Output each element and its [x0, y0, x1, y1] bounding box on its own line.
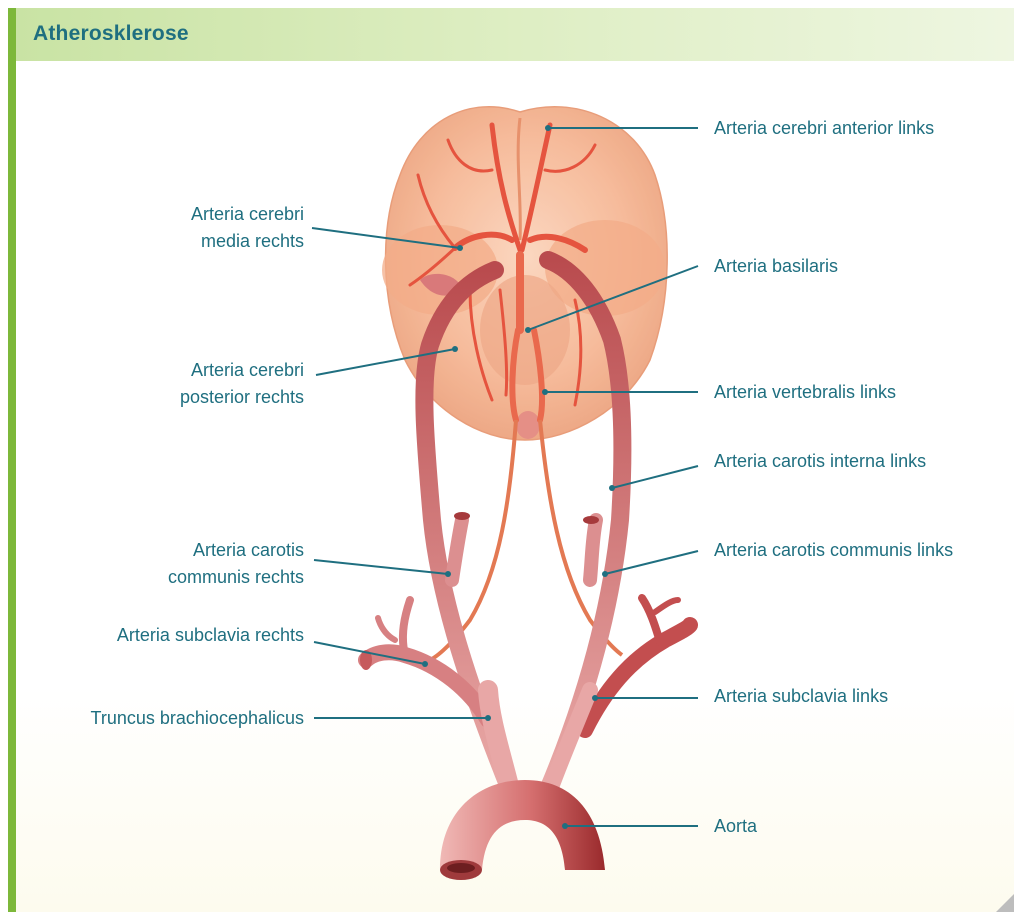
label-basilaris: Arteria basilaris: [714, 256, 838, 276]
aorta-illustration: [440, 780, 605, 880]
subclavian-arteries: [366, 598, 690, 790]
label-carotis-communis-rechts-line1: Arteria carotis: [193, 540, 304, 560]
label-subclavia-links: Arteria subclavia links: [714, 686, 888, 706]
label-carotis-interna-links: Arteria carotis interna links: [714, 451, 926, 471]
label-carotis-communis-rechts-line2: communis rechts: [168, 567, 304, 587]
label-cerebri-posterior-rechts-line1: Arteria cerebri: [191, 360, 304, 380]
label-subclavia-rechts: Arteria subclavia rechts: [117, 625, 304, 645]
label-vertebralis-links: Arteria vertebralis links: [714, 382, 896, 402]
label-carotis-communis-links: Arteria carotis communis links: [714, 540, 953, 560]
label-cerebri-media-rechts-line1: Arteria cerebri: [191, 204, 304, 224]
label-cerebri-media-rechts-line2: media rechts: [201, 231, 304, 251]
label-cerebri-anterior-links: Arteria cerebri anterior links: [714, 118, 934, 138]
label-aorta: Aorta: [714, 816, 758, 836]
label-cerebri-posterior-rechts-line2: posterior rechts: [180, 387, 304, 407]
label-truncus-brachiocephalicus: Truncus brachiocephalicus: [91, 708, 304, 728]
